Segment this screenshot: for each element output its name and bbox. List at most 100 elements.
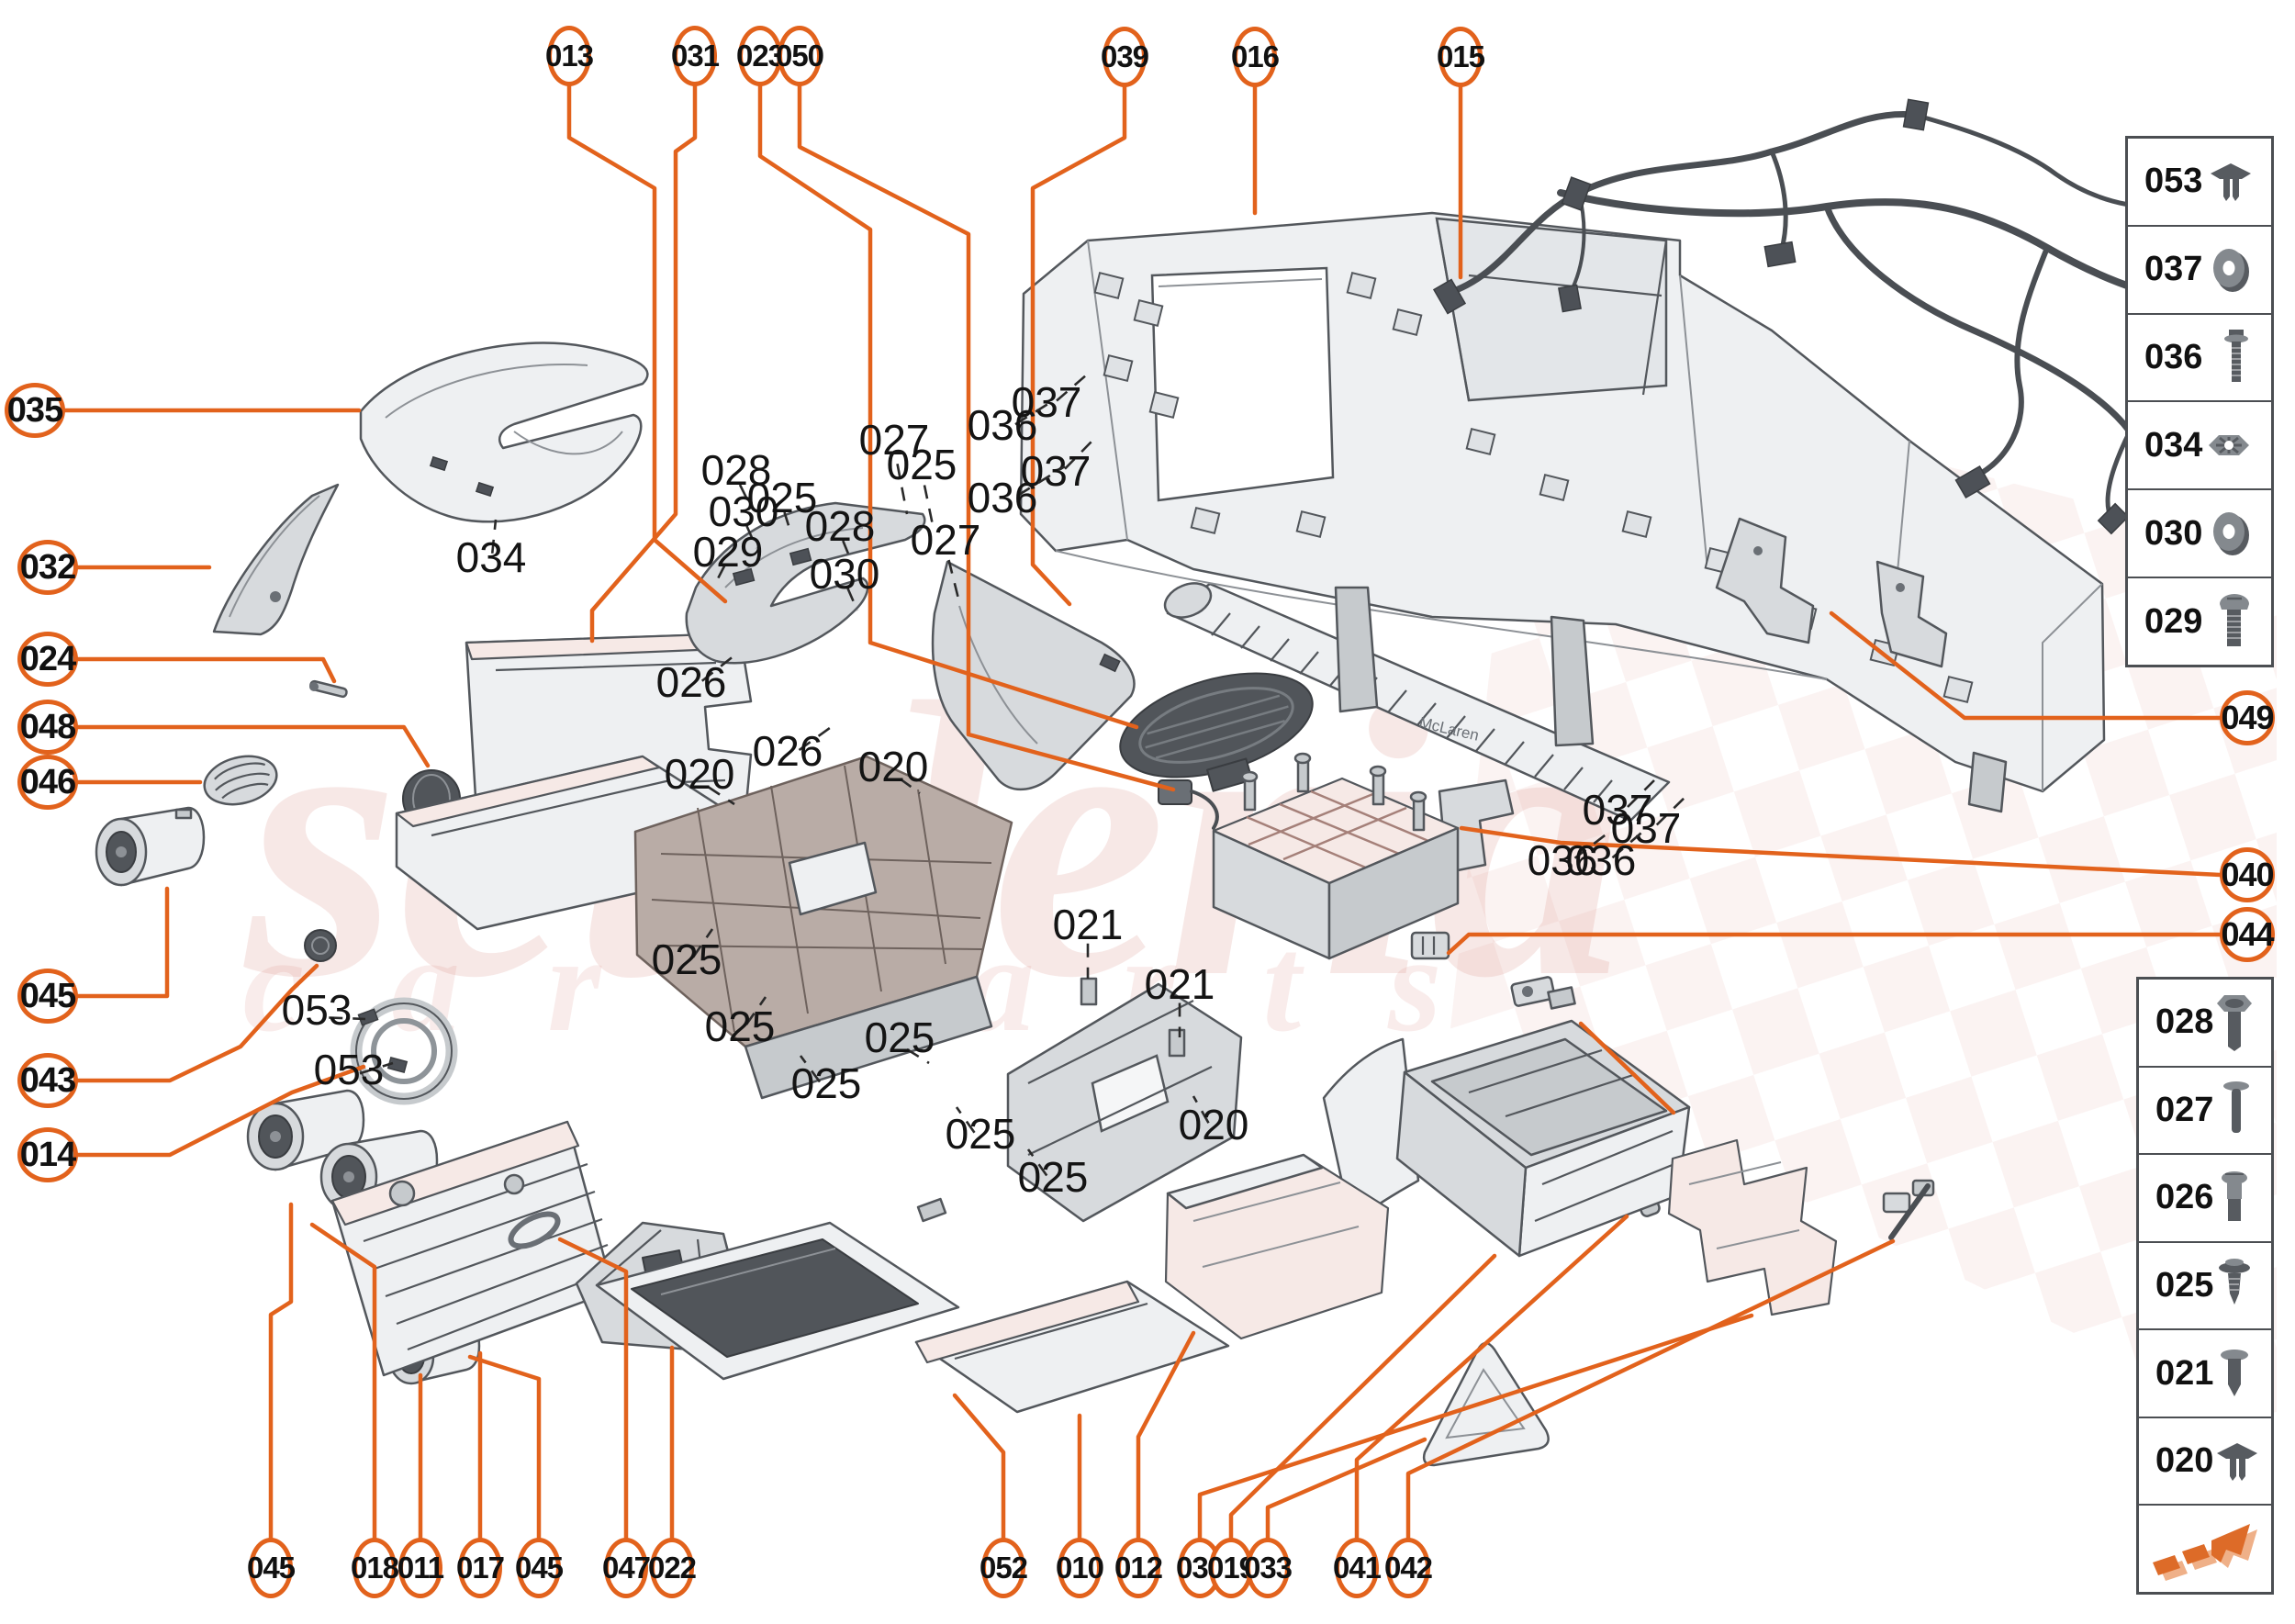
part-label-020: 020: [858, 743, 929, 790]
legend-top-cell-053[interactable]: 053: [2128, 139, 2271, 225]
part-retainer-clip[interactable]: [1410, 931, 1450, 960]
callout-049-right[interactable]: 049: [2220, 690, 2275, 745]
legend-bottom-cell-028[interactable]: 028: [2139, 980, 2271, 1066]
callout-046-left[interactable]: 046: [17, 755, 78, 810]
callout-014-left[interactable]: 014: [17, 1127, 78, 1182]
callout-040-right[interactable]: 040: [2220, 847, 2275, 902]
label-leader-028: [738, 484, 753, 508]
legend-bottom-cell-026[interactable]: 026: [2139, 1153, 2271, 1241]
legend-bottom-cell-020[interactable]: 020: [2139, 1416, 2271, 1505]
legend-number: 037: [2144, 250, 2203, 289]
part-instrument-visor[interactable]: [359, 342, 649, 523]
callout-033-bottom[interactable]: 033: [1244, 1538, 1293, 1598]
callout-032-left[interactable]: 032: [17, 540, 78, 595]
part-label-034: 034: [456, 533, 527, 581]
legend-top-cell-036[interactable]: 036: [2128, 312, 2271, 401]
callout-048-left[interactable]: 048: [17, 700, 78, 755]
label-leader-020: [899, 778, 921, 795]
legend-number: 021: [2155, 1353, 2214, 1393]
part-mid-underpanel[interactable]: [914, 1280, 1230, 1414]
part-glovebox-support-bracket[interactable]: [1667, 1138, 1838, 1316]
part-retaining-pin[interactable]: [308, 679, 348, 699]
label-leader-028: [842, 540, 854, 564]
callout-013-top[interactable]: 013: [545, 26, 594, 86]
part-label-026: 026: [656, 658, 727, 706]
label-leader-037: [1655, 792, 1690, 826]
label-leader-026: [700, 654, 735, 682]
part-a-pillar-trim[interactable]: [212, 483, 340, 636]
part-round-vent-small[interactable]: [304, 929, 337, 962]
callout-047-bottom[interactable]: 047: [602, 1538, 651, 1598]
legend-bottom-cell-021[interactable]: 021: [2139, 1328, 2271, 1417]
callout-010-bottom[interactable]: 010: [1056, 1538, 1104, 1598]
legend-top-cell-034[interactable]: 034: [2128, 400, 2271, 488]
part-hinge-pin[interactable]: [1882, 1179, 1935, 1240]
callout-012-bottom[interactable]: 012: [1114, 1538, 1163, 1598]
part-cluster-trim-left[interactable]: [685, 501, 926, 665]
callout-050-top[interactable]: 050: [776, 26, 824, 86]
part-footwell-duct[interactable]: [1164, 1153, 1390, 1340]
label-leader-026: [798, 723, 834, 752]
label-leader-025: [955, 1106, 976, 1134]
push-rivet-icon: [2219, 1258, 2251, 1305]
callout-024-left[interactable]: 024: [17, 632, 78, 687]
part-triangle-trim[interactable]: [1422, 1341, 1550, 1467]
part-knee-grid-panel[interactable]: [633, 755, 1013, 1100]
legend-number: 026: [2155, 1178, 2214, 1217]
callout-011-bottom[interactable]: 011: [397, 1538, 444, 1598]
label-leader-036: [1573, 828, 1613, 859]
callout-031-top[interactable]: 031: [671, 26, 720, 86]
callout-017-bottom[interactable]: 017: [456, 1538, 505, 1598]
part-label-037: 037: [1611, 804, 1682, 852]
legend-top-cell-037[interactable]: 037: [2128, 224, 2271, 313]
part-vent-motor-left[interactable]: [95, 806, 206, 887]
part-seal-ring[interactable]: [506, 1207, 563, 1252]
callout-016-top[interactable]: 016: [1231, 27, 1280, 87]
part-label-036: 036: [1566, 836, 1637, 884]
legend-bottom-cell-025[interactable]: 025: [2139, 1240, 2271, 1329]
callout-045-left[interactable]: 045: [17, 969, 78, 1024]
legend-bottom-cell-logo[interactable]: [2139, 1504, 2271, 1592]
label-leader-053: [359, 1061, 394, 1075]
part-fuse-box[interactable]: [1212, 752, 1460, 960]
part-demister-vent-oval[interactable]: [1108, 654, 1328, 812]
part-glovebox-latch[interactable]: [1510, 976, 1576, 1010]
callout-045-bottom[interactable]: 045: [247, 1538, 296, 1598]
part-label-036: 036: [968, 401, 1038, 449]
label-leader-036: [1611, 827, 1648, 859]
part-bezel-hoop[interactable]: [350, 997, 458, 1105]
callout-041-bottom[interactable]: 041: [1333, 1538, 1382, 1598]
callout-043-left[interactable]: 043: [17, 1053, 78, 1108]
part-side-vent-grille[interactable]: [199, 749, 282, 812]
callout-018-bottom[interactable]: 018: [351, 1538, 399, 1598]
part-label-053: 053: [314, 1046, 385, 1093]
callout-044-right[interactable]: 044: [2220, 907, 2275, 962]
label-leader-025: [691, 928, 714, 958]
legend-number: 030: [2144, 513, 2203, 553]
part-cluster-trim-right[interactable]: [931, 560, 1136, 791]
part-support-bracket[interactable]: [1006, 977, 1243, 1223]
part-ribbed-underpanel[interactable]: [330, 1120, 615, 1377]
shoulder-screw-icon: [2222, 1170, 2247, 1221]
label-leader-027: [896, 464, 909, 515]
part-defroster-vent-strip[interactable]: [1160, 577, 1671, 823]
legend-number: 025: [2155, 1266, 2214, 1305]
legend-bottom-cell-027[interactable]: 027: [2139, 1065, 2271, 1154]
part-label-025: 025: [946, 1110, 1016, 1158]
callout-035-left[interactable]: 035: [5, 383, 65, 438]
legend-number: 036: [2144, 338, 2203, 377]
legend-top-cell-030[interactable]: 030: [2128, 488, 2271, 577]
part-lower-console-panel[interactable]: [595, 1197, 960, 1381]
callout-022-bottom[interactable]: 022: [648, 1538, 697, 1598]
callout-039-top[interactable]: 039: [1101, 27, 1149, 87]
callout-042-bottom[interactable]: 042: [1384, 1538, 1433, 1598]
callout-015-top[interactable]: 015: [1437, 27, 1485, 87]
callout-045-bottom[interactable]: 045: [515, 1538, 564, 1598]
part-label-026: 026: [753, 727, 823, 775]
legend-number: 020: [2155, 1441, 2214, 1481]
callout-052-bottom[interactable]: 052: [980, 1538, 1028, 1598]
part-label-027: 027: [911, 516, 981, 564]
part-label-030: 030: [709, 487, 779, 535]
part-harness-brackets[interactable]: [1715, 517, 1948, 668]
legend-top-cell-029[interactable]: 029: [2128, 577, 2271, 665]
